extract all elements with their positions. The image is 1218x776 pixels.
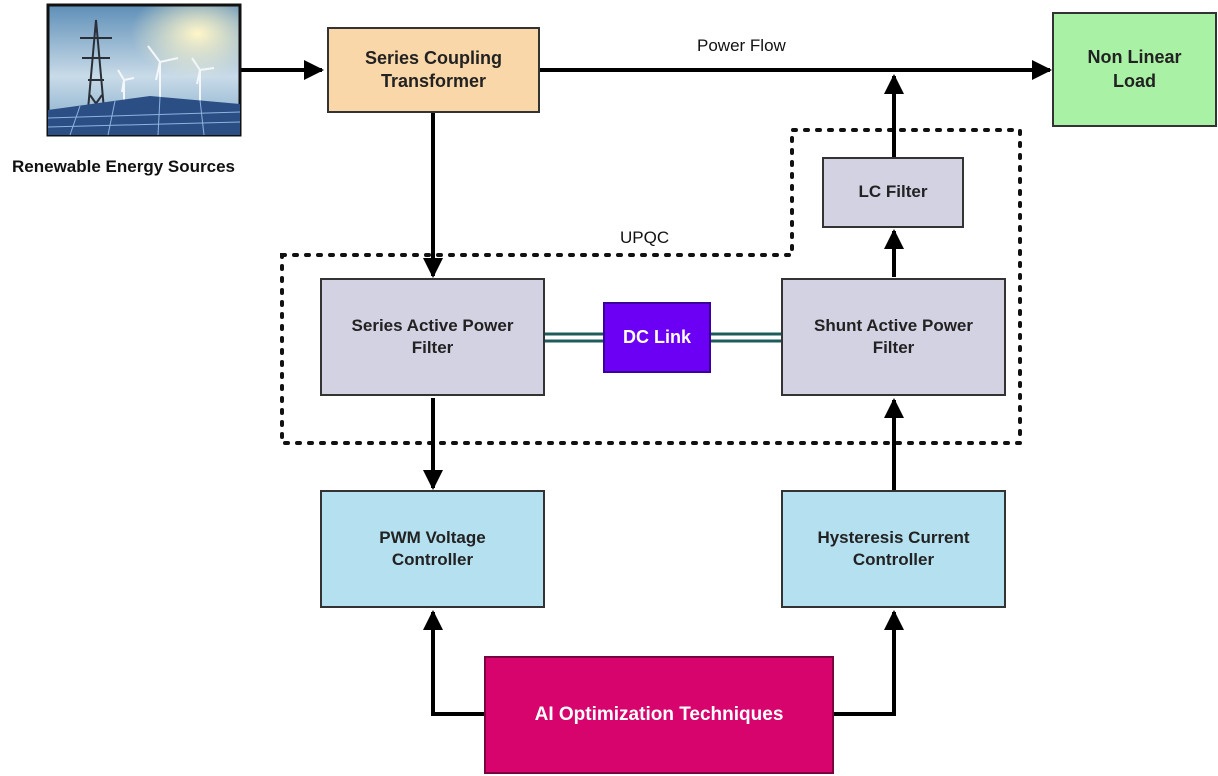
- shunt-active-power-filter-box: Shunt Active Power Filter: [781, 278, 1006, 396]
- power-flow-label: Power Flow: [697, 36, 786, 55]
- renewable-energy-label: Renewable Energy Sources: [12, 157, 235, 176]
- renewable-energy-image: [46, 3, 242, 137]
- dc-link-box: DC Link: [603, 302, 711, 373]
- hysteresis-current-controller-box: Hysteresis Current Controller: [781, 490, 1006, 608]
- arrow-ai-to-pwm: [423, 610, 484, 716]
- upqc-label: UPQC: [620, 228, 670, 247]
- dc-bus-left: [545, 332, 604, 343]
- upqc-boundary: [280, 128, 1022, 445]
- dc-bus-right: [710, 332, 781, 343]
- pwm-voltage-controller-box: PWM Voltage Controller: [320, 490, 545, 608]
- arrow-ai-to-hysteresis: [834, 610, 904, 716]
- lc-filter-box: LC Filter: [822, 157, 964, 228]
- series-coupling-transformer-box: Series Coupling Transformer: [327, 27, 540, 113]
- ai-optimization-box: AI Optimization Techniques: [484, 656, 834, 774]
- non-linear-load-box: Non Linear Load: [1052, 12, 1217, 127]
- series-active-power-filter-box: Series Active Power Filter: [320, 278, 545, 396]
